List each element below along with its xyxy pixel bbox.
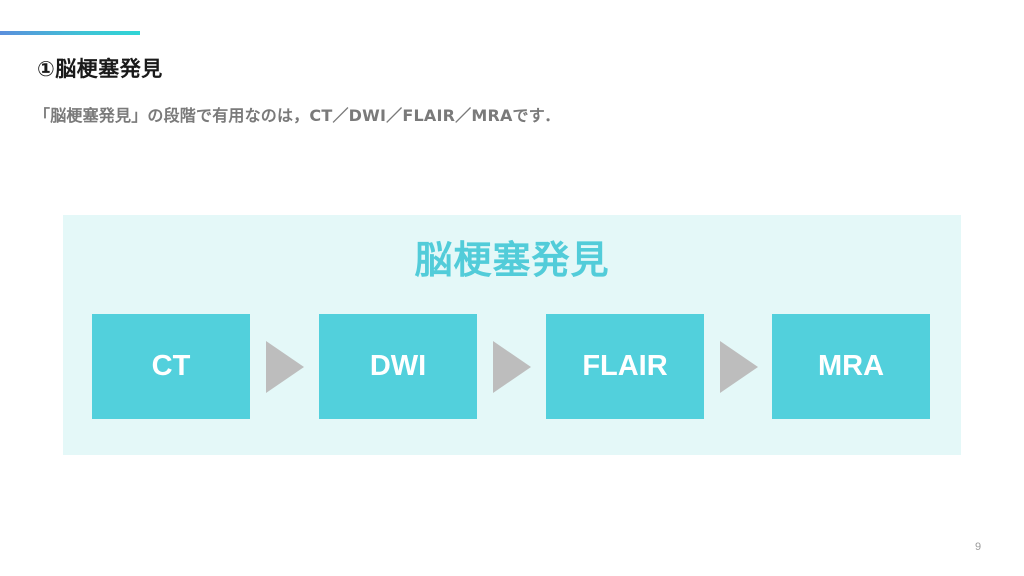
step-label: CT — [151, 350, 191, 382]
step-label: MRA — [817, 350, 885, 382]
triangle-right-icon — [720, 341, 758, 393]
step-label: DWI — [369, 350, 427, 382]
step-box-flair: FLAIR — [546, 314, 704, 419]
slide-subtitle: 「脳梗塞発見」の段階で有用なのは，CT／DWI／FLAIR／MRAです． — [34, 106, 561, 125]
triangle-right-icon — [493, 341, 531, 393]
step-label: FLAIR — [582, 350, 668, 382]
slide-title: ①脳梗塞発見 — [37, 57, 163, 81]
accent-bar — [0, 31, 140, 35]
diagram-title: 脳梗塞発見 — [414, 238, 610, 282]
step-box-ct: CT — [92, 314, 250, 419]
diagram-panel: 脳梗塞発見 CT DWI FLAIR MRA — [63, 215, 961, 455]
page-number: 9 — [975, 541, 982, 553]
step-box-dwi: DWI — [319, 314, 477, 419]
triangle-right-icon — [266, 341, 304, 393]
step-box-mra: MRA — [772, 314, 930, 419]
